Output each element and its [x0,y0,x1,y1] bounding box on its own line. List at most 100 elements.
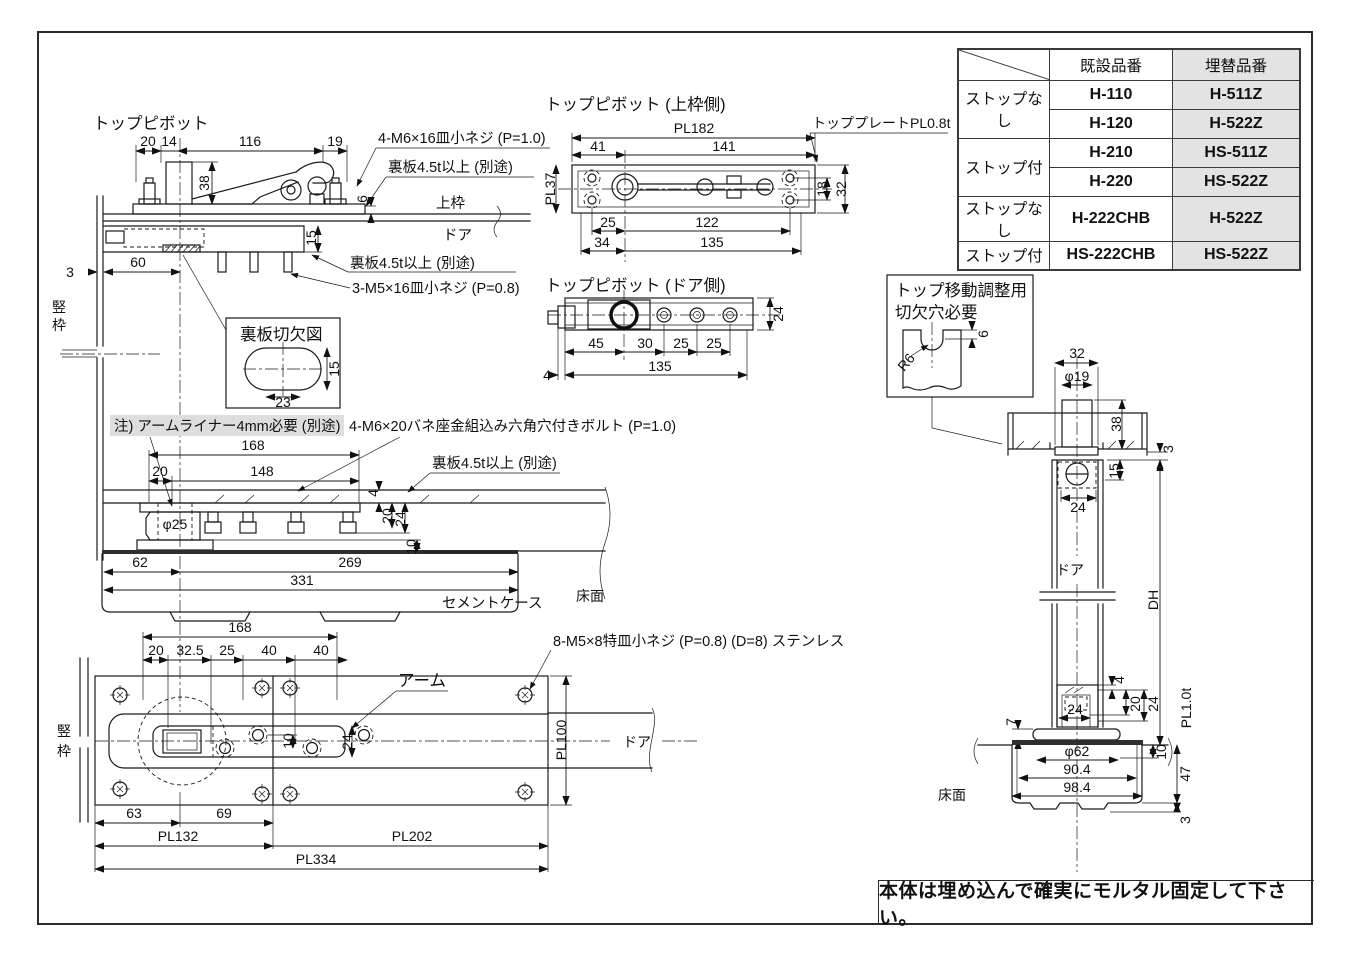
dim-label: 63 [126,805,142,821]
diagonal-line [959,50,1049,80]
dim-label: 10 [1153,744,1169,760]
table-row: ストップ付 HS-222CHB HS-522Z [957,240,1301,271]
dim-label: 4 [365,489,381,497]
dim-label: 3 [1160,445,1176,453]
replacement-part: HS-522Z [1172,166,1301,197]
installation-note: 本体は埋め込んで確実にモルタル固定して下さい。 [878,880,1314,929]
dim-label: 60 [130,254,146,270]
dim-label: 116 [239,133,262,149]
dim-label: 14 [161,133,177,149]
door-label: ドア [623,734,651,750]
top-plate-callout: トッププレートPL0.8t [812,115,951,131]
dim-label: 20 [152,463,168,479]
dim-label: PL334 [296,851,337,867]
table-row: ストップなし H-110 H-511Z [957,79,1301,139]
plan-view-floor-hinge: 168 20 32.5 25 40 40 8-M5×8特皿小ネジ (P=0.8)… [57,619,844,873]
notch-note: トップ移動調整用 [895,281,1027,300]
replacement-part: H-522Z [1172,108,1301,139]
table-row: H-120 H-522Z [958,108,1301,139]
plate-screws [110,678,535,804]
adjustment-holes [215,725,374,758]
backplate-callout: 裏板4.5t以上 (別途) [432,454,557,472]
backplate-callout: 裏板4.5t以上 (別途) [350,254,475,272]
dim-label: 24 [1067,701,1083,717]
dim-label: 19 [327,133,343,149]
dim-label: 135 [700,234,724,250]
dim-label: 20 [148,642,164,658]
dim-label: 6 [975,330,991,338]
dim-label: PL202 [392,828,433,844]
existing-part: H-210 [1049,137,1173,168]
jamb-label: 枠 [57,743,71,759]
floor-label: 床面 [938,787,966,803]
dim-label: 25 [673,335,689,351]
cement-case-label: セメントケース [442,595,542,612]
dim-label: 90.4 [1063,761,1090,777]
dim-label: PL182 [674,120,715,136]
table-row: ストップなし H-222CHB H-522Z [957,195,1301,242]
dim-label: 20 [379,508,395,524]
table-corner-cell [957,48,1050,81]
top-pivot-door-side: トップピボット (ドア側) 24 [543,276,786,383]
jamb-label: 竪 [52,299,66,315]
existing-part: H-110 [1049,79,1173,110]
dim-label: 4 [1111,676,1127,684]
notch-note: 切欠穴必要 [895,303,978,322]
backplate-cutout-detail: 裏板切欠図 15 23 [182,254,342,410]
dim-label: 45 [588,335,604,351]
dim-label: 24 [1070,499,1086,515]
replacement-part: H-522Z [1172,195,1301,242]
existing-part: H-220 [1049,166,1173,197]
dim-label: 62 [132,554,148,570]
dim-label: 24 [339,734,355,750]
dim-label: 40 [261,642,277,658]
dim-label: 15 [303,230,319,246]
dim-label: 135 [648,358,672,374]
replacement-part: HS-522Z [1172,240,1301,271]
dim-label: 3 [66,264,74,280]
g1-title: トップピボット [93,114,209,133]
section-floor-hinge: 注) アームライナー4mm必要 (別途) 4-M6×20バネ座金組込み六角穴付き… [101,415,676,622]
dim-label: 40 [313,642,329,658]
dim-label: PL132 [158,828,199,844]
dim-label: 3 [1177,816,1193,824]
dim-label: 38 [1108,416,1124,432]
dim-label: 32.5 [176,642,203,658]
dim-label: 98.4 [1063,779,1090,795]
arm-label: アーム [398,672,446,690]
dim-label: 24 [770,306,786,322]
table-row: ストップ付 H-210 HS-511Z [957,137,1301,197]
head-jamb-label: 上枠 [436,195,465,212]
dim-label: 25 [600,214,616,230]
column-header-replacement: 埋替品番 [1172,48,1301,81]
existing-part: H-222CHB [1049,195,1173,242]
dim-label: 34 [594,234,610,250]
column-header-existing: 既設品番 [1049,48,1173,81]
dim-label: 168 [228,619,252,635]
door-label: ドア [1056,562,1084,578]
row-label: ストップ付 [957,137,1050,197]
table-row: H-220 HS-522Z [958,166,1301,197]
dim-label: φ25 [163,516,188,532]
hatched-insert [162,244,201,253]
dim-label: 32 [1069,345,1085,361]
notch-detail-box: トップ移動調整用 切欠穴必要 R6 6 [886,274,1034,445]
section-top-pivot-installed: トップピボット 20 14 116 19 4-M6×16皿小ネジ (P=1.0)… [52,114,550,712]
dim-label: 15 [1106,463,1122,479]
backplate-callout: 裏板4.5t以上 (別途) [388,158,513,176]
dim-label: DH [1145,590,1161,610]
dim-label: 24 [392,511,408,527]
pd-title: トップピボット (ドア側) [545,276,726,295]
dim-label: 148 [250,463,274,479]
existing-part: H-120 [1049,108,1173,139]
screw-callout: 3-M5×16皿小ネジ (P=0.8) [352,280,520,297]
cutout-title: 裏板切欠図 [240,324,323,344]
dim-label: 10 [403,539,419,555]
dim-label: 168 [241,437,265,453]
dim-label: 30 [637,335,653,351]
installation-note-text: 本体は埋め込んで確実にモルタル固定して下さい。 [879,880,1287,929]
dim-label: 122 [695,214,719,230]
screw-callout: 4-M6×16皿小ネジ (P=1.0) [378,130,546,147]
